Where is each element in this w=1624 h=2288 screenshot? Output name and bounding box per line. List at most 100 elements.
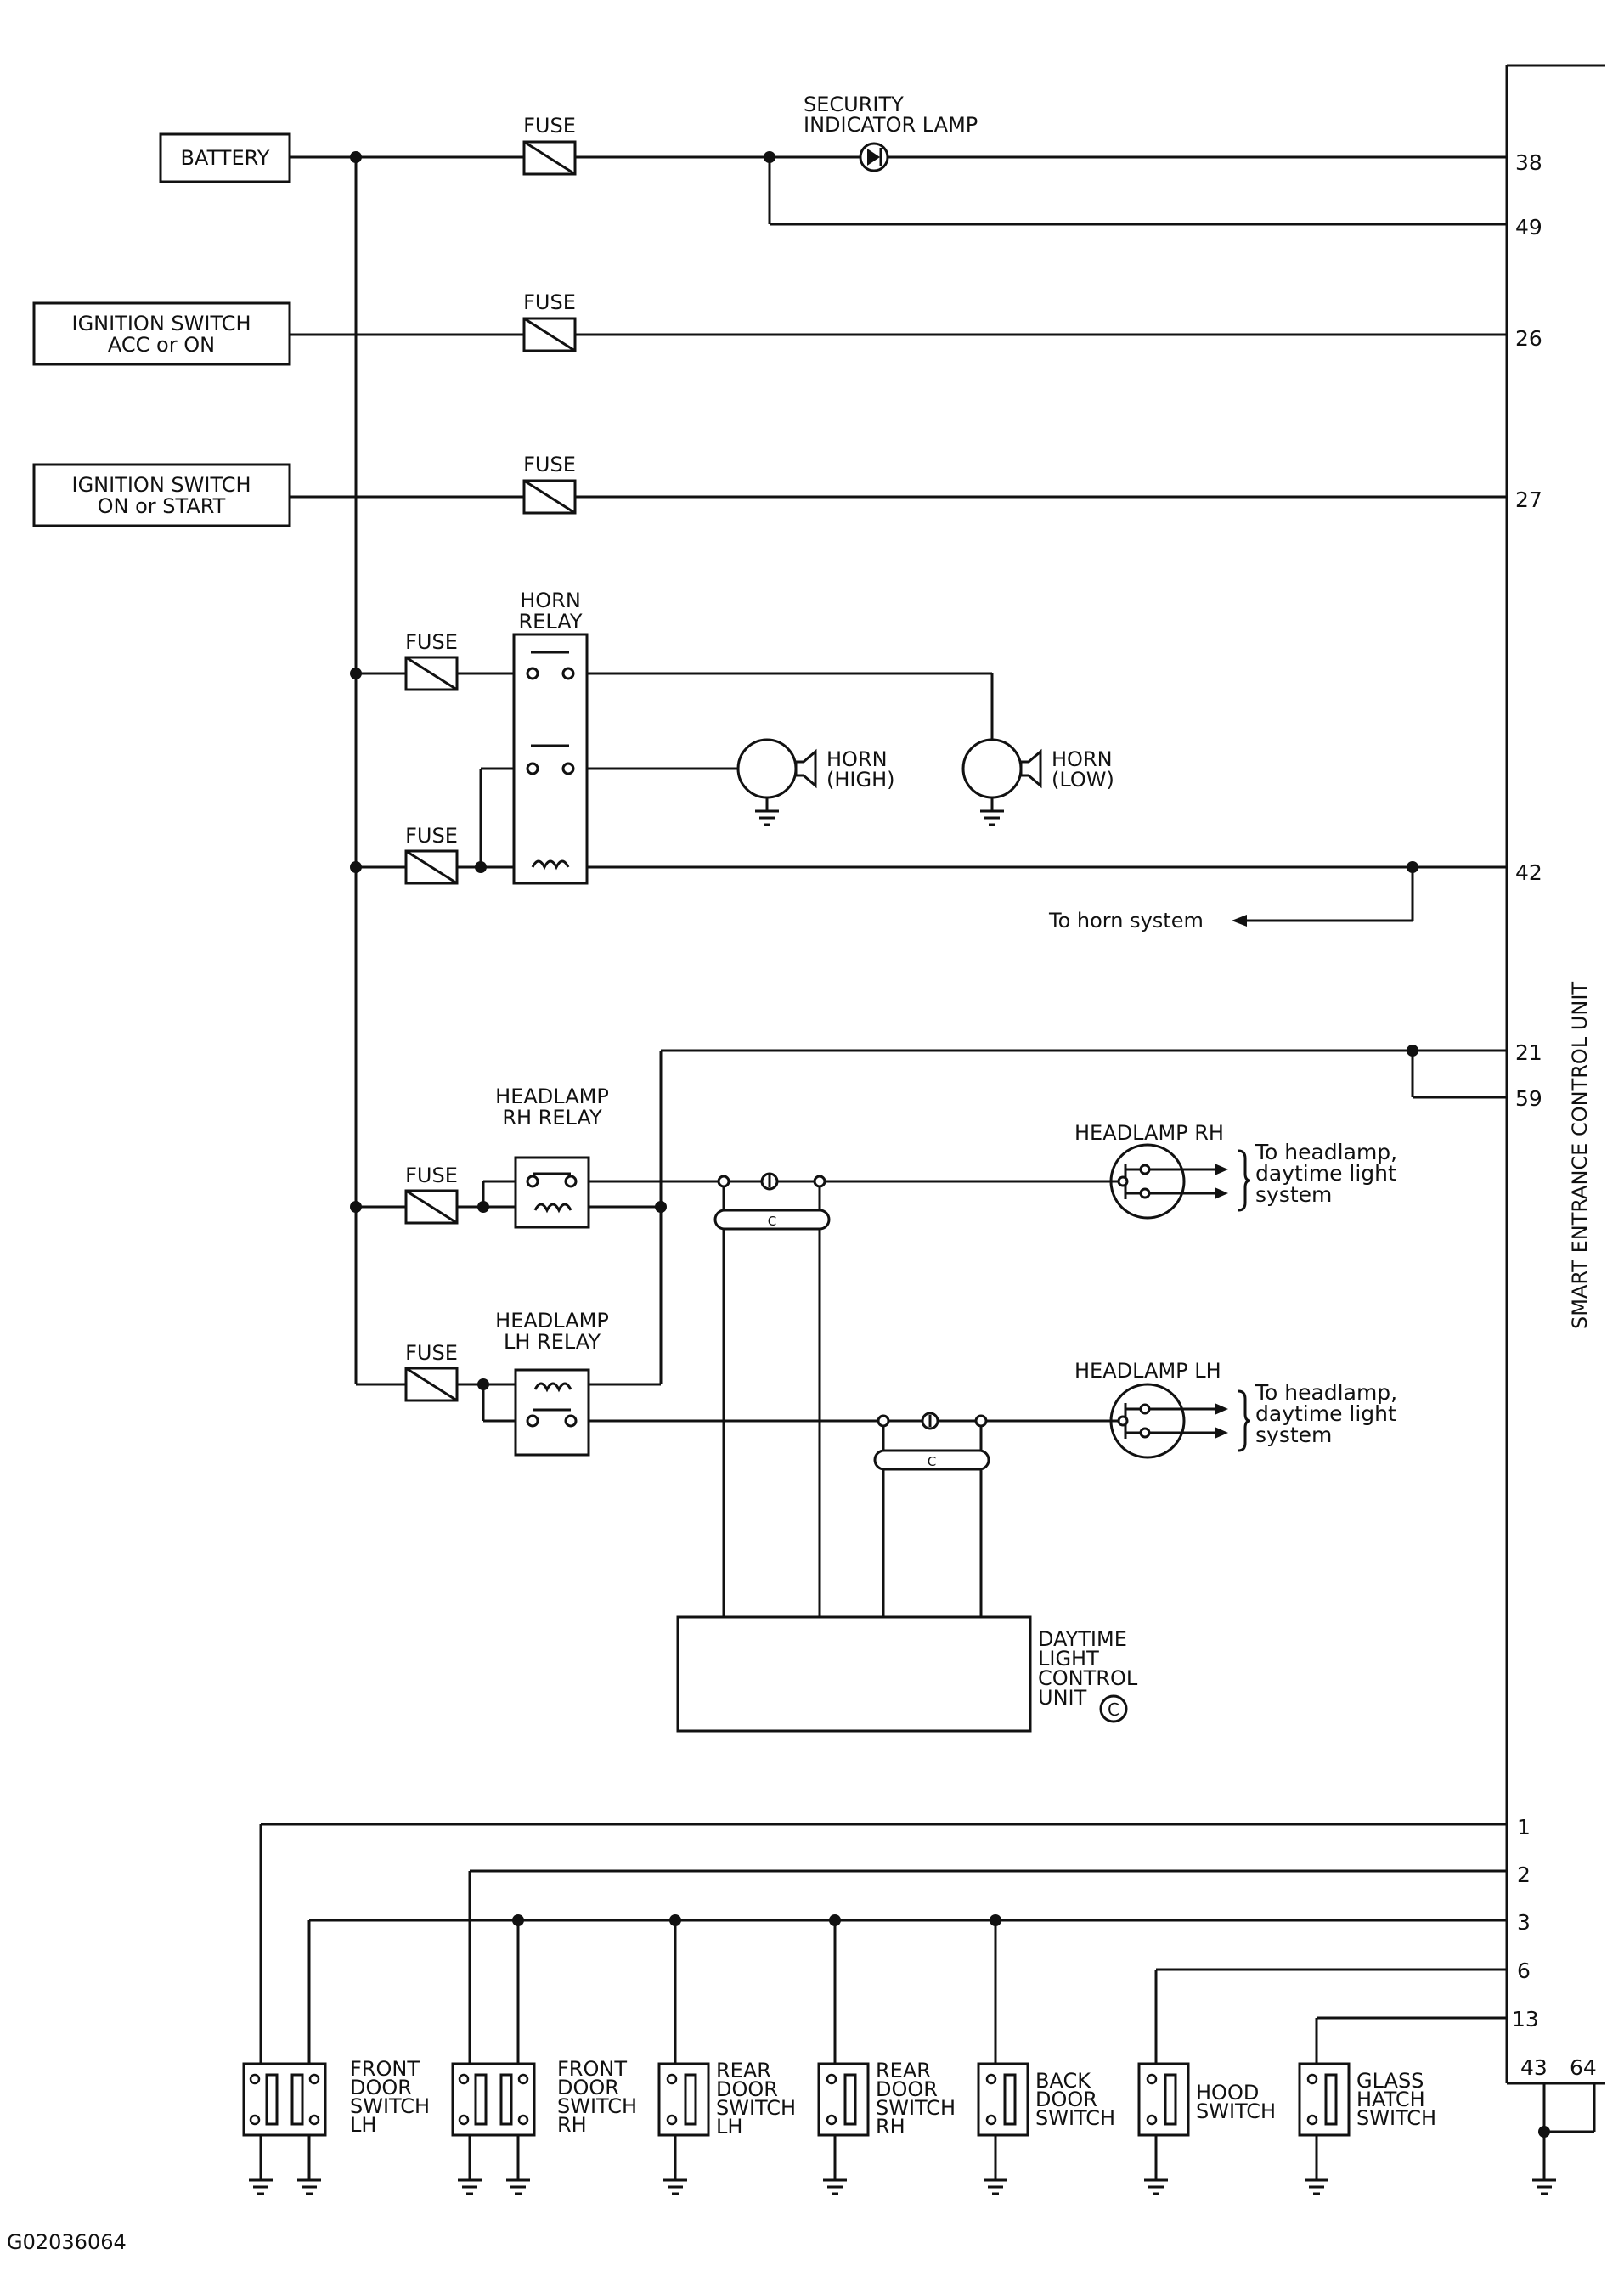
svg-text:HORN: HORN (1052, 747, 1113, 771)
pin-49: 49 (1515, 215, 1542, 240)
ignition-acc-box: IGNITION SWITCH ACC or ON (32, 301, 291, 366)
horn-relay-circuit: HORN RELAY To horn system (457, 589, 1507, 933)
svg-text:RELAY: RELAY (519, 610, 583, 634)
headlamp-rh: HEADLAMP RH To headlamp, daytime light s… (1074, 1121, 1397, 1220)
svg-text:RH: RH (876, 2115, 905, 2139)
svg-text:HEADLAMP LH: HEADLAMP LH (1074, 1359, 1221, 1383)
svg-text:RH: RH (557, 2113, 587, 2137)
headlamp-lh-relay-circuit: HEADLAMP LH RELAY (457, 1309, 1108, 1457)
svg-text:C: C (1108, 1699, 1119, 1720)
svg-text:DAYTIME: DAYTIME (1038, 1627, 1127, 1651)
security-lamp-circuit: SECURITY INDICATOR LAMP (575, 93, 1507, 226)
drl-splice-rh: C (713, 1172, 831, 1617)
svg-text:daytime light: daytime light (1255, 1401, 1396, 1426)
smart-entrance-control-unit: SMART ENTRANCE CONTROL UNIT (1505, 64, 1605, 2085)
pin-38: 38 (1515, 150, 1542, 175)
svg-text:HOOD: HOOD (1196, 2081, 1259, 2105)
svg-text:CONTROL: CONTROL (1038, 1666, 1138, 1690)
svg-text:IGNITION SWITCH: IGNITION SWITCH (71, 473, 251, 497)
svg-text:LH: LH (716, 2115, 742, 2139)
svg-text:(HIGH): (HIGH) (826, 768, 895, 792)
horn-relay (512, 633, 589, 885)
svg-text:FUSE: FUSE (405, 1341, 458, 1365)
ground-icon (984, 2135, 1007, 2195)
svg-text:RH RELAY: RH RELAY (502, 1106, 602, 1130)
svg-text:SWITCH: SWITCH (1356, 2106, 1436, 2130)
headlamp-feed-21-59 (655, 1045, 1507, 1384)
pin-42: 42 (1515, 860, 1542, 885)
svg-text:REAR: REAR (876, 2059, 931, 2082)
security-indicator-lamp (859, 142, 889, 172)
rear-door-switch-lh: REAR DOOR SWITCH LH (657, 2059, 796, 2139)
pin-3: 3 (1517, 1910, 1531, 1935)
svg-text:IGNITION SWITCH: IGNITION SWITCH (71, 312, 251, 335)
fuse-ign-on: FUSE (522, 453, 577, 515)
svg-text:DOOR: DOOR (876, 2077, 938, 2101)
fuse-ign-acc: FUSE (522, 290, 577, 352)
ignition-feeds (290, 333, 1507, 499)
svg-text:GLASS: GLASS (1356, 2069, 1424, 2093)
pin-21: 21 (1515, 1040, 1542, 1065)
svg-text:DOOR: DOOR (557, 2076, 619, 2099)
headlamp-rh-relay (514, 1156, 590, 1229)
pin-43: 43 (1520, 2055, 1548, 2080)
pin-6: 6 (1517, 1958, 1531, 1983)
svg-text:C: C (928, 1454, 936, 1469)
pin-59: 59 (1515, 1086, 1542, 1111)
svg-text:FUSE: FUSE (405, 630, 458, 654)
svg-text:DOOR: DOOR (350, 2076, 412, 2099)
ignition-on-box: IGNITION SWITCH ON or START (32, 463, 291, 527)
drl-splice-lh: C (873, 1412, 990, 1617)
front-door-switch-lh: FRONT DOOR SWITCH LH (242, 2057, 430, 2137)
headlamp-rh-relay-circuit: HEADLAMP RH RELAY (457, 1085, 1108, 1229)
svg-text:SWITCH: SWITCH (557, 2094, 637, 2118)
svg-text:To headlamp,: To headlamp, (1255, 1140, 1397, 1164)
daytime-light-control-unit: DAYTIME LIGHT CONTROL UNIT C (676, 1615, 1138, 1733)
svg-text:BATTERY: BATTERY (181, 146, 270, 170)
ground-icon (249, 2135, 273, 2195)
svg-text:FUSE: FUSE (523, 453, 576, 476)
svg-text:C: C (768, 1214, 776, 1229)
ground-icon (458, 2135, 482, 2195)
fuses: FUSE FUSE FUSE FUSE FUSE FUSE FUSE (404, 114, 577, 1402)
pin-27: 27 (1515, 487, 1542, 512)
to-horn-system: To horn system (1048, 909, 1204, 933)
pin-1: 1 (1517, 1815, 1531, 1840)
back-door-switch: BACK DOOR SWITCH (977, 2062, 1115, 2137)
fuse-headlamp-lh: FUSE (404, 1341, 459, 1402)
svg-text:SWITCH: SWITCH (1196, 2099, 1276, 2123)
svg-text:LIGHT: LIGHT (1038, 1647, 1099, 1671)
svg-text:ACC or ON: ACC or ON (108, 333, 215, 357)
ground-icon (1144, 2135, 1168, 2195)
svg-text:FRONT: FRONT (350, 2057, 420, 2081)
pin-2: 2 (1517, 1863, 1531, 1887)
svg-text:HEADLAMP RH: HEADLAMP RH (1074, 1121, 1224, 1145)
svg-text:INDICATOR LAMP: INDICATOR LAMP (804, 113, 978, 137)
ground-icon (663, 2135, 687, 2195)
svg-text:LH: LH (350, 2113, 376, 2137)
svg-text:SWITCH: SWITCH (716, 2096, 796, 2120)
pin-13: 13 (1512, 2007, 1539, 2032)
svg-text:DOOR: DOOR (1035, 2088, 1097, 2111)
pin-26: 26 (1515, 326, 1542, 351)
svg-text:FUSE: FUSE (523, 290, 576, 314)
headlamp-lh: HEADLAMP LH To headlamp, daytime light s… (1074, 1359, 1397, 1459)
svg-text:SWITCH: SWITCH (350, 2094, 430, 2118)
ground-icon (506, 2135, 530, 2195)
hood-switch: HOOD SWITCH (1137, 2062, 1276, 2137)
fuse-horn-2: FUSE (404, 824, 459, 885)
svg-text:LH RELAY: LH RELAY (504, 1330, 601, 1354)
svg-text:HORN: HORN (520, 589, 581, 612)
svg-text:HEADLAMP: HEADLAMP (495, 1309, 609, 1333)
svg-text:SECURITY: SECURITY (804, 93, 904, 116)
svg-text:UNIT: UNIT (1038, 1686, 1087, 1710)
svg-text:ON or START: ON or START (98, 494, 226, 518)
svg-text:FUSE: FUSE (405, 824, 458, 848)
fuse-battery: FUSE (522, 114, 577, 176)
svg-text:HATCH: HATCH (1356, 2088, 1425, 2111)
svg-text:FUSE: FUSE (405, 1164, 458, 1187)
ground-icon (1305, 2135, 1328, 2195)
svg-text:DOOR: DOOR (716, 2077, 778, 2101)
svg-text:FRONT: FRONT (557, 2057, 627, 2081)
svg-text:(LOW): (LOW) (1052, 768, 1114, 792)
